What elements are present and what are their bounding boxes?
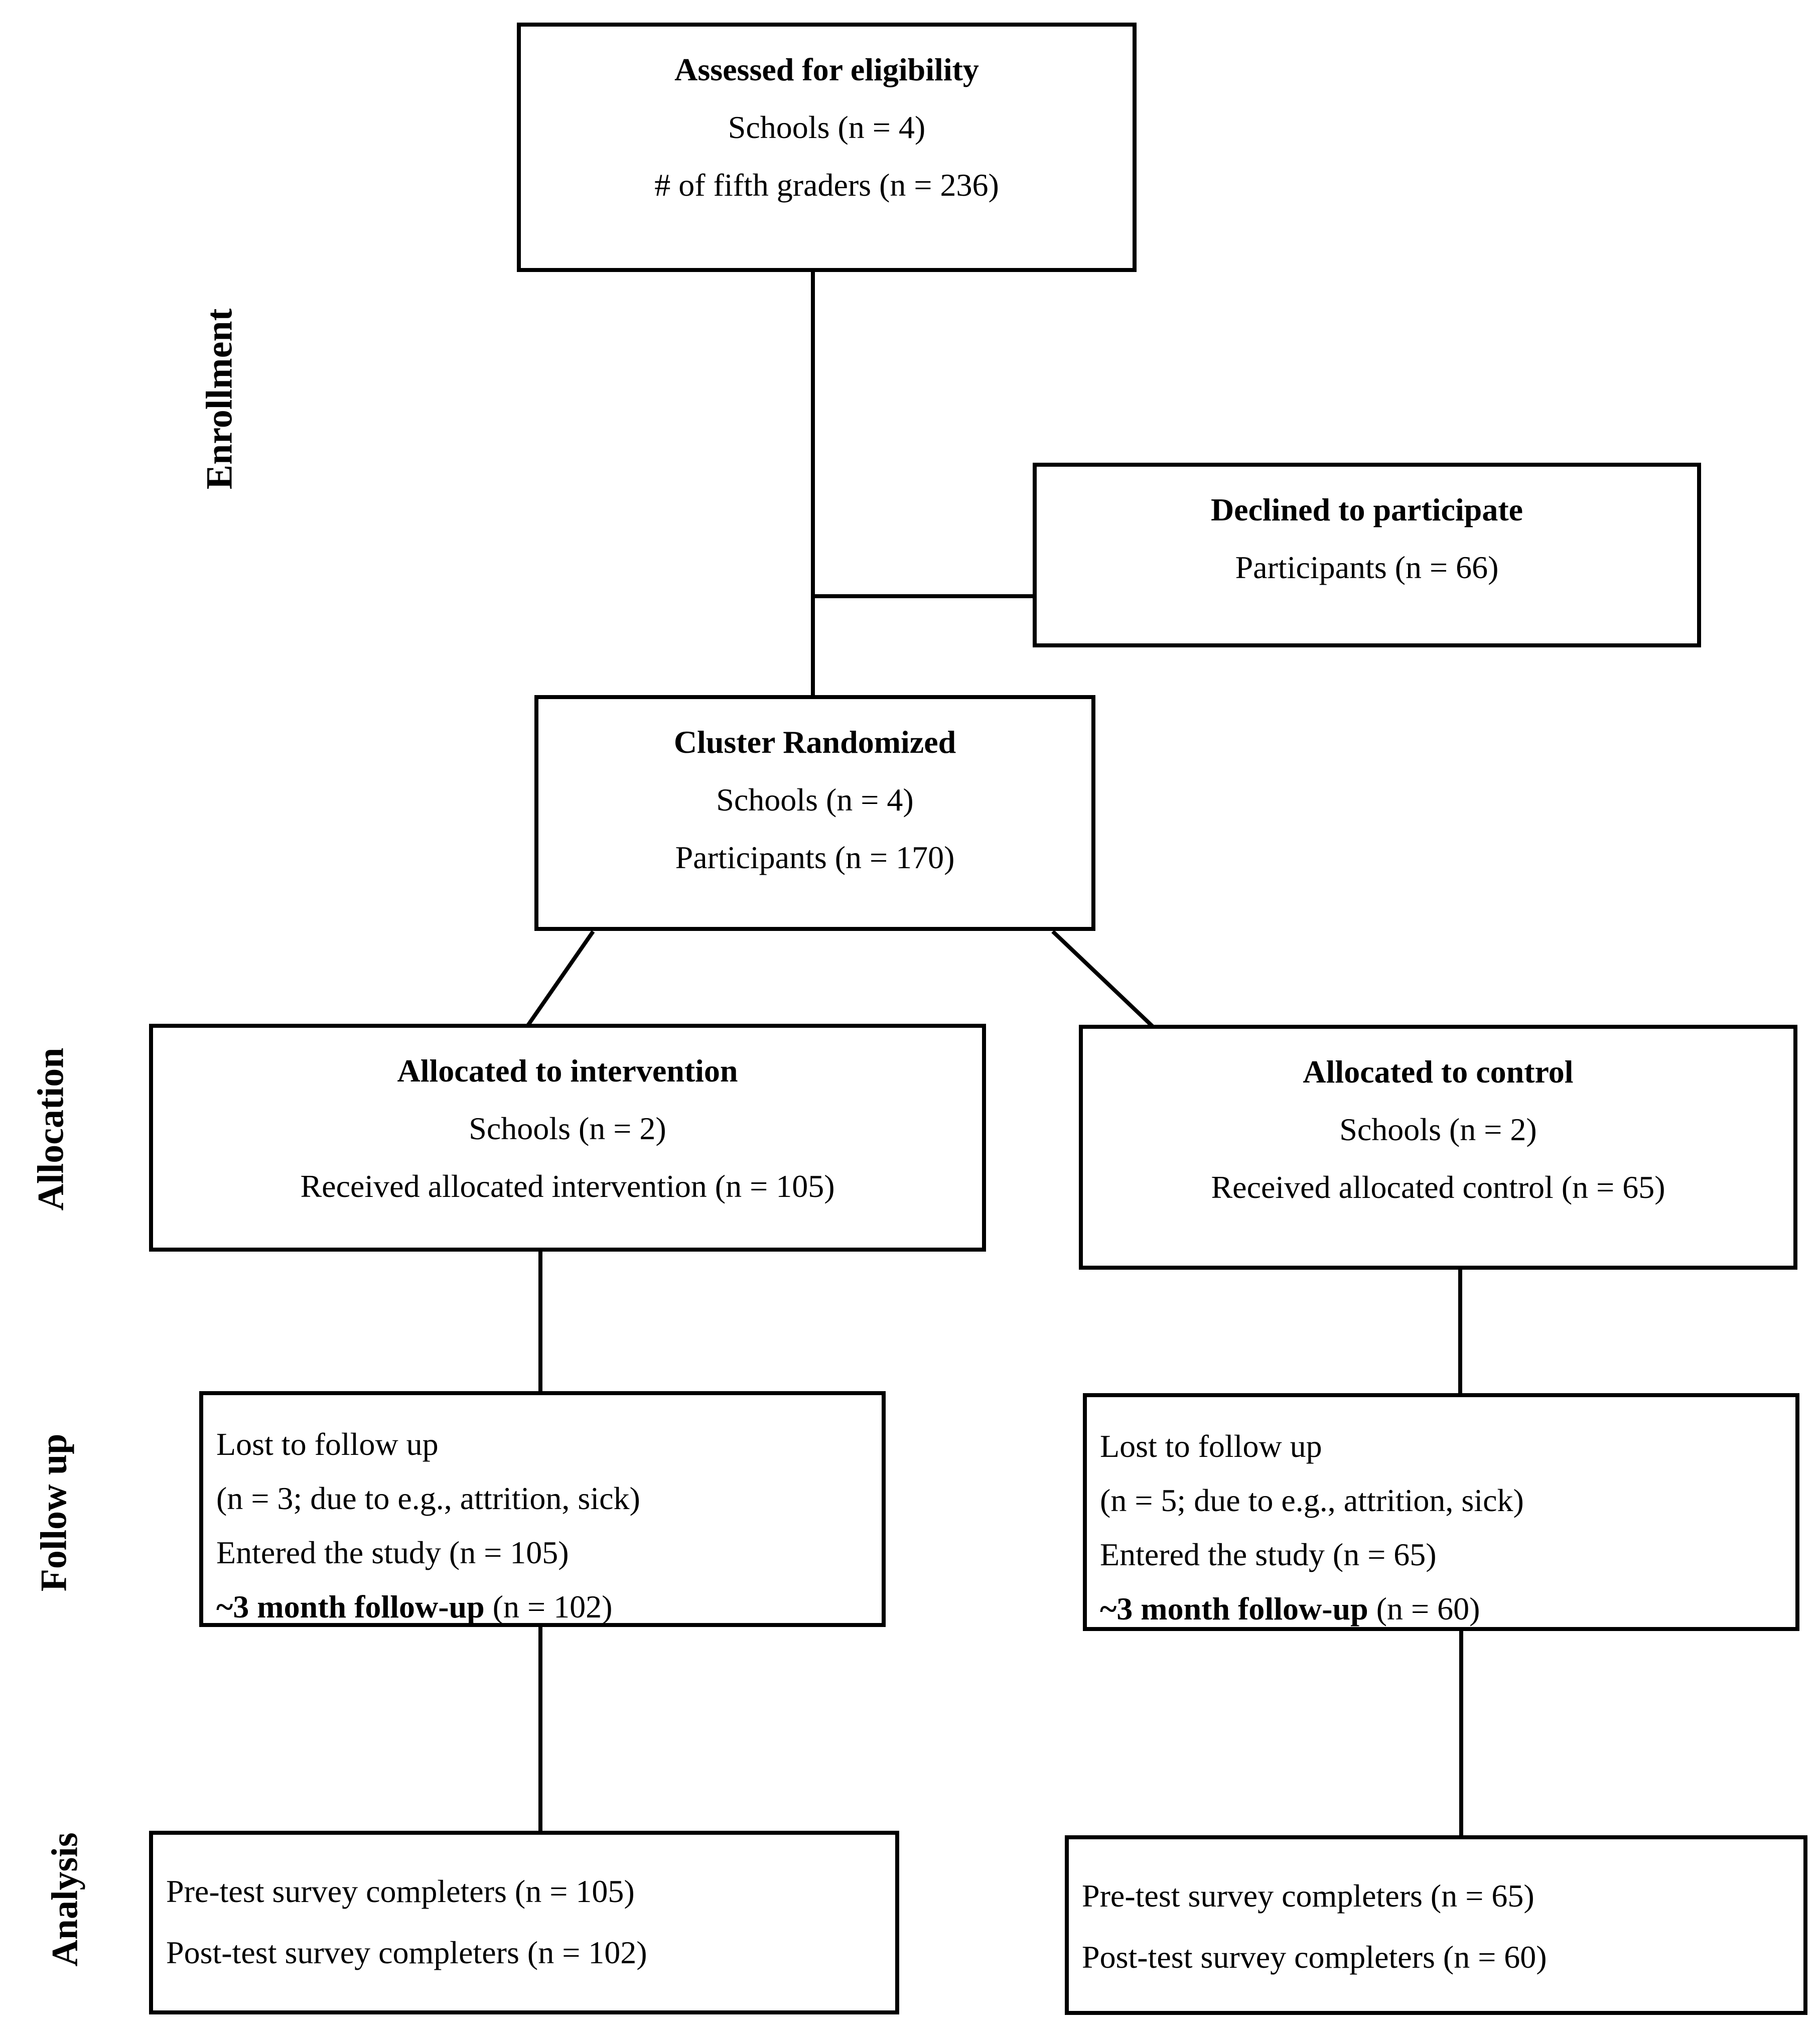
declined-title: Declined to participate: [1210, 492, 1523, 527]
randomized-schools: Schools (n = 4): [716, 782, 914, 818]
allocated-intervention-schools: Schools (n = 2): [469, 1111, 666, 1146]
followup-control-reason: (n = 5; due to e.g., attrition, sick): [1100, 1482, 1524, 1518]
followup-intervention-box: Lost to follow up (n = 3; due to e.g., a…: [199, 1391, 886, 1627]
stage-label-analysis: Analysis: [44, 1832, 86, 1967]
declined-box: Declined to participate Participants (n …: [1033, 463, 1701, 647]
followup-control-entered: Entered the study (n = 65): [1100, 1537, 1437, 1572]
analysis-control-pretest: Pre-test survey completers (n = 65): [1082, 1878, 1534, 1914]
followup-control-3month-n: (n = 60): [1368, 1591, 1480, 1627]
eligibility-box: Assessed for eligibility Schools (n = 4)…: [517, 23, 1137, 272]
analysis-intervention-box: Pre-test survey completers (n = 105) Pos…: [149, 1831, 899, 2014]
stage-label-enrollment: Enrollment: [199, 308, 240, 490]
randomized-box: Cluster Randomized Schools (n = 4) Parti…: [534, 695, 1095, 931]
stage-label-follow-up: Follow up: [33, 1433, 75, 1592]
followup-intervention-3month-n: (n = 102): [484, 1589, 613, 1624]
allocated-control-box: Allocated to control Schools (n = 2) Rec…: [1079, 1025, 1797, 1270]
followup-intervention-reason: (n = 3; due to e.g., attrition, sick): [216, 1480, 640, 1516]
eligibility-graders: # of fifth graders (n = 236): [654, 167, 999, 203]
followup-control-3month: ~3 month follow-up (n = 60): [1100, 1582, 1787, 1636]
followup-control-box: Lost to follow up (n = 5; due to e.g., a…: [1083, 1393, 1799, 1631]
followup-control-3month-label: ~3 month follow-up: [1100, 1591, 1368, 1627]
eligibility-title: Assessed for eligibility: [674, 52, 979, 87]
stage-label-allocation: Allocation: [30, 1047, 72, 1211]
allocated-control-title: Allocated to control: [1303, 1054, 1574, 1090]
followup-intervention-3month: ~3 month follow-up (n = 102): [216, 1580, 874, 1634]
declined-participants: Participants (n = 66): [1235, 550, 1499, 585]
allocated-intervention-title: Allocated to intervention: [397, 1053, 738, 1089]
analysis-intervention-posttest: Post-test survey completers (n = 102): [166, 1935, 647, 1970]
followup-intervention-lost: Lost to follow up: [216, 1426, 439, 1462]
allocated-control-schools: Schools (n = 2): [1339, 1112, 1537, 1147]
analysis-intervention-pretest: Pre-test survey completers (n = 105): [166, 1873, 635, 1909]
analysis-control-posttest: Post-test survey completers (n = 60): [1082, 1939, 1547, 1975]
allocated-intervention-received: Received allocated intervention (n = 105…: [300, 1168, 835, 1204]
allocated-intervention-box: Allocated to intervention Schools (n = 2…: [149, 1024, 986, 1252]
allocated-control-received: Received allocated control (n = 65): [1211, 1169, 1665, 1205]
followup-intervention-3month-label: ~3 month follow-up: [216, 1589, 485, 1624]
randomized-participants: Participants (n = 170): [675, 840, 955, 875]
eligibility-schools: Schools (n = 4): [728, 109, 926, 145]
followup-intervention-entered: Entered the study (n = 105): [216, 1535, 569, 1570]
line-randomized-to-control: [1051, 930, 1156, 1029]
randomized-title: Cluster Randomized: [673, 724, 956, 760]
line-randomized-to-intervention: [525, 930, 595, 1028]
followup-control-lost: Lost to follow up: [1100, 1428, 1322, 1464]
analysis-control-box: Pre-test survey completers (n = 65) Post…: [1065, 1835, 1807, 2015]
